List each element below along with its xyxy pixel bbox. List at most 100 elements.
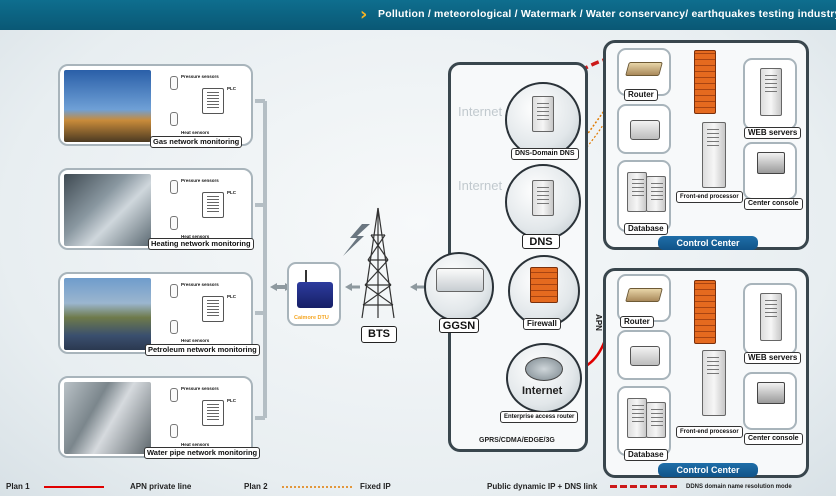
water-pipe-photo: [64, 382, 151, 454]
dtu-device-icon: [297, 282, 333, 308]
plc-cabinet-icon: [202, 400, 224, 426]
cc1-firewall-icon: [694, 50, 716, 114]
server-icon: [760, 68, 782, 116]
wireless-signal-icon: [343, 224, 370, 256]
router-box: [617, 48, 671, 96]
web-server-box: [743, 58, 797, 130]
printer-box: [617, 330, 671, 380]
heat-sensors-label: Heat sensors: [181, 442, 210, 447]
cc2-web-label: WEB servers: [744, 352, 802, 364]
database-box: [617, 386, 671, 456]
header-bar: › Pollution / meteorological / Watermark…: [0, 0, 836, 30]
firewall-label: Firewall: [523, 318, 561, 330]
legend-plan1-desc: APN private line: [130, 482, 192, 491]
cc2-console-label: Center console: [744, 433, 803, 445]
network-type-label: GPRS/CDMA/EDGE/3G: [479, 437, 555, 444]
ggsn-node: [424, 252, 494, 322]
plc-cabinet-icon: [202, 88, 224, 114]
heat-sensors-label: Heat sensors: [181, 338, 210, 343]
database-icon: [627, 172, 647, 212]
heat-sensor-icon: [170, 320, 178, 334]
dns-domain-node: [505, 82, 581, 158]
site-petroleum-label: Petroleum network monitoring: [145, 344, 260, 356]
site-gas: Pressure sensors PLC Heat sensors: [58, 64, 253, 146]
router-box: [617, 274, 671, 322]
internet-label: Internet: [522, 385, 563, 397]
cc2-database-label: Database: [624, 449, 668, 461]
dns-node: [505, 164, 581, 240]
firewall-node: [508, 255, 580, 327]
site-water-pipe-label: Water pipe network monitoring: [144, 447, 261, 459]
enterprise-router-label: Enterprise access router: [500, 411, 579, 423]
database-box: [617, 160, 671, 232]
printer-icon: [630, 120, 660, 140]
plc-label: PLC: [227, 190, 236, 195]
cc1-router-label: Router: [624, 89, 658, 101]
cc1-frontend-processor-icon: [702, 122, 726, 188]
cc2-firewall-icon: [694, 280, 716, 344]
site-heating: Pressure sensors PLC Heat sensors: [58, 168, 253, 250]
site-heating-label: Heating network monitoring: [148, 238, 254, 250]
dtu-box: Caimore DTU: [287, 262, 341, 326]
cc1-console-label: Center console: [744, 198, 803, 210]
cc2-frontend-processor-icon: [702, 350, 726, 416]
pressure-sensors-label: Pressure sensors: [181, 74, 219, 79]
pressure-sensors-label: Pressure sensors: [181, 282, 219, 287]
heat-sensors-label: Heat sensors: [181, 130, 210, 135]
heat-sensor-icon: [170, 424, 178, 438]
router-icon: [625, 288, 663, 302]
server-icon: [532, 180, 554, 216]
heat-sensors-label: Heat sensors: [181, 234, 210, 239]
legend-plan2-line: [282, 486, 352, 488]
antenna-icon: [305, 270, 307, 282]
dns-label: DNS: [522, 234, 560, 249]
internet-router-node: Internet: [506, 343, 582, 413]
dns-domain-label: DNS-Domain DNS: [511, 148, 579, 160]
printer-box: [617, 104, 671, 154]
pressure-sensors-label: Pressure sensors: [181, 386, 219, 391]
console-box: [743, 142, 797, 200]
pressure-sensors-label: Pressure sensors: [181, 178, 219, 183]
petroleum-photo: [64, 278, 151, 350]
heat-sensor-icon: [170, 112, 178, 126]
cc2-frontend-label: Front-end processor: [676, 426, 743, 438]
printer-icon: [630, 346, 660, 366]
server-icon: [760, 293, 782, 341]
legend-plan1: Plan 1: [6, 482, 30, 491]
internet-watermark: Internet: [458, 104, 503, 119]
database-icon: [646, 176, 666, 212]
pressure-sensor-icon: [170, 388, 178, 402]
dtu-label: Caimore DTU: [294, 315, 329, 321]
gas-plant-photo: [64, 70, 151, 142]
router-icon: [625, 62, 663, 76]
bts-label: BTS: [361, 326, 397, 343]
site-petroleum: Pressure sensors PLC Heat sensors: [58, 272, 253, 354]
internet-watermark: Internet: [458, 178, 503, 193]
cc1-database-label: Database: [624, 223, 668, 235]
cc1-title: Control Center: [658, 236, 758, 250]
pressure-sensor-icon: [170, 76, 178, 90]
database-icon: [627, 398, 647, 438]
pressure-sensor-icon: [170, 180, 178, 194]
firewall-icon: [530, 267, 558, 303]
console-box: [743, 372, 797, 430]
monitor-icon: [757, 382, 785, 404]
site-water-pipe: Pressure sensors PLC Heat sensors: [58, 376, 253, 458]
router-icon: [525, 357, 563, 381]
legend-plan3-line: [610, 485, 678, 488]
ggsn-label: GGSN: [439, 318, 479, 333]
heating-pipe-photo: [64, 174, 151, 246]
cc2-title: Control Center: [658, 463, 758, 477]
legend-plan3: Public dynamic IP + DNS link: [487, 482, 598, 491]
database-icon: [646, 402, 666, 438]
legend-plan2-desc: Fixed IP: [360, 482, 391, 491]
legend-plan2: Plan 2: [244, 482, 268, 491]
plc-cabinet-icon: [202, 296, 224, 322]
server-icon: [532, 96, 554, 132]
site-gas-label: Gas network monitoring: [150, 136, 243, 148]
chevron-right-icon: ›: [360, 4, 368, 25]
pressure-sensor-icon: [170, 284, 178, 298]
plc-label: PLC: [227, 398, 236, 403]
switch-icon: [436, 268, 484, 292]
